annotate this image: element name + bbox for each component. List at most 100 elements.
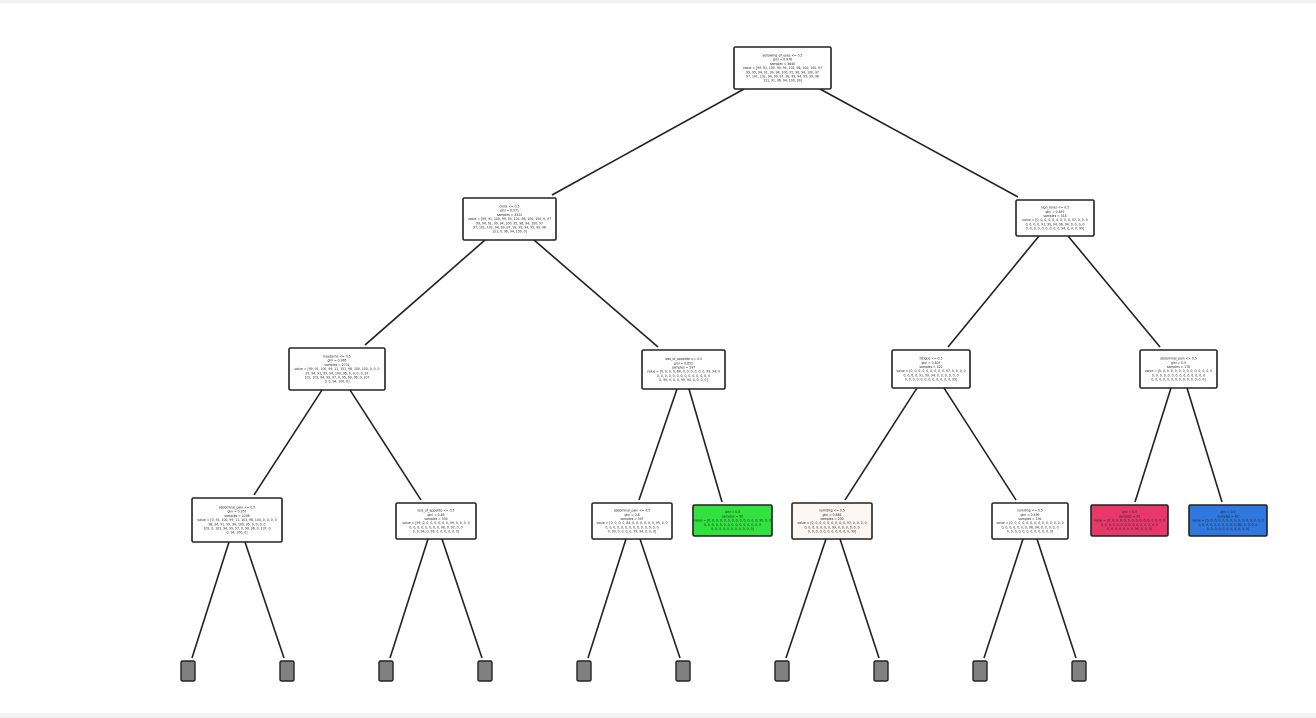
node-text-line: gini = 0.0: [1122, 510, 1137, 514]
node-text-line: samples = 593: [424, 517, 447, 521]
node-text-line: samples = 95: [1119, 514, 1140, 518]
node-text-line: 121, 0, 96, 94, 100, 0]: [492, 230, 527, 234]
node-text-line: value = [0, 0, 0, 0, 0, 0, 0, 0, 0, 0, 0…: [1094, 519, 1165, 523]
node-text-line: 0, 0, 0, 0, 0, 0, 0, 0, 0, 0, 0]: [711, 527, 754, 531]
bottom-border-strip: [0, 713, 1316, 718]
node-text-line: gini = 0.499: [1020, 513, 1039, 517]
node-text-line: 0, 0, 0, 0, 91, 99, 94, 96, 94, 0, 0, 0,…: [1025, 222, 1084, 226]
node-text-line: 97, 94, 91, 99, 94, 100, 95, 0, 0, 0, 0,…: [306, 371, 369, 375]
truncated-subtree-stub: [675, 660, 691, 682]
tree-edge: [1067, 235, 1161, 348]
node-text-line: samples = 90: [722, 514, 743, 518]
node-text-line: vomiting <= 0.5: [819, 509, 845, 513]
tree-edge: [943, 387, 1017, 501]
truncated-subtree-stub: [576, 660, 592, 682]
node-text-line: 98, 94, 91, 99, 94, 100, 95, 0, 0, 0, 0: [208, 522, 265, 526]
node-box: [891, 349, 971, 389]
node-text-line: abdominal_pain <= 0.5: [1160, 357, 1197, 361]
node-text-line: 0, 0, 0, 0, 0, 0, 0, 0, 0, 0, 0, 0, 99]: [905, 378, 957, 382]
tree-edge: [1134, 387, 1172, 503]
node-box: [991, 502, 1069, 540]
stubs-layer: [180, 660, 1087, 682]
node-box: [191, 497, 283, 543]
node-text-line: samples = 176: [1167, 365, 1190, 369]
node-text-line: vomiting <= 0.5: [1017, 509, 1043, 513]
node-box: [641, 349, 726, 390]
node-text-line: value = [0, 0, 0, 0, 84, 0, 0, 0, 0, 0, …: [596, 521, 667, 525]
node-box: [288, 347, 386, 391]
node-text-line: samples = 3322: [497, 213, 522, 217]
node-box: [1015, 199, 1095, 237]
node-text-line: value = [0, 0, 0, 0, 0, 0, 0, 0, 0, 0, 0…: [1145, 369, 1212, 373]
node-text-line: samples = 422: [919, 365, 942, 369]
tree-edge: [389, 538, 429, 659]
node-text-line: 102, 0, 102, 94, 99, 97, 0, 99, 96, 0, 1…: [204, 527, 271, 531]
node-text-line: 102, 102, 94, 99, 97, 0, 95, 99, 96, 0, …: [305, 376, 370, 380]
top-border-strip: [0, 0, 1316, 3]
node-box: [591, 502, 673, 540]
node-box: [1090, 504, 1169, 537]
node-text-line: samples = 2206: [224, 514, 249, 518]
node-box: [1188, 504, 1268, 537]
node-text-line: gini = 0.0: [1220, 510, 1235, 514]
node-text-line: 0, 99, 0, 0, 0, 0, 99, 94, 0, 0, 0]: [608, 530, 656, 534]
tree-edge: [639, 538, 681, 659]
node-text-line: high_fever <= 0.5: [1041, 206, 1069, 210]
node-text-line: samples = 2731: [324, 363, 349, 367]
tree-edge: [244, 541, 285, 659]
node-box: [395, 502, 477, 540]
node-text-line: gini = 0.857: [1045, 210, 1064, 214]
node-text-line: samples = 230: [820, 517, 843, 521]
tree-edge: [1036, 538, 1077, 659]
node-text-line: loss_of_appetite <= 0.5: [665, 357, 702, 361]
node-box: [733, 46, 832, 90]
tree-edge: [587, 538, 627, 659]
truncated-subtree-stub: [378, 660, 394, 682]
node-text-line: gini = 0.85: [427, 513, 444, 517]
node-text-line: 0, 94, 100, 0]: [227, 531, 248, 535]
truncated-subtree-stub: [279, 660, 295, 682]
node-text-line: headache <= 0.5: [323, 355, 350, 359]
node-text-line: value = [99, 91, 100, 99, 95, 101, 98, 1…: [468, 217, 551, 221]
tree-edge: [1186, 387, 1223, 503]
tree-edge: [253, 389, 323, 496]
node-text-line: gini = 0.5: [1171, 361, 1186, 365]
node-text-line: value = [99, 0, 0, 0, 0, 0, 0, 0, 99, 0,…: [402, 521, 469, 525]
node-text-line: 0, 0, 0, 0, 0, 0, 0, 99, 0, 0, 0, 0, 0, …: [804, 525, 859, 529]
node-text-line: 0, 0, 0, 0, 0, 0, 0, 0, 0, 0, 0, 99]: [808, 530, 856, 534]
node-box: [462, 197, 557, 241]
tree-edge: [688, 388, 723, 503]
node-box: [692, 504, 773, 537]
tree-edge: [638, 388, 678, 501]
node-text-line: value = [0, 0, 0, 0, 0, 0, 0, 0, 0, 0, 0…: [1192, 519, 1263, 523]
node-text-line: 0, 0, 0, 0, 0, 0, 0, 0, 0, 0, 0, 0, 0, 0: [605, 525, 658, 529]
node-text-line: gini = 0.8: [624, 513, 639, 517]
node-text-line: 97, 101, 102, 94, 99, 97, 99, 99, 94, 95…: [746, 75, 819, 79]
node-text-line: 97, 101, 102, 94, 99, 97, 99, 99, 94, 95…: [473, 226, 546, 230]
node-text-line: value = [0, 0, 0, 0, 84, 0, 0, 0, 0, 0, …: [647, 370, 720, 374]
node-text-line: 0, 0, 0, 0, 0, 0, 0, 0, 0, 0, 0, 0, 0, 0: [1152, 373, 1205, 377]
node-text-line: 0, 0, 0, 0, 0, 0, 0, 0, 0, 0, 0, 0, 0, 0: [657, 374, 710, 378]
tree-edge: [947, 235, 1040, 348]
node-box: [791, 502, 873, 540]
tree-edge: [533, 239, 659, 348]
node-text-line: 0, 0, 0, 0, 0, 0, 0, 96, 94, 0, 0, 0, 0,…: [1001, 525, 1058, 529]
node-text-line: gini = 0.807: [921, 361, 940, 365]
node-text-line: 0, 0, 0, 0, 0, 0, 0, 0, 0, 0, 0, 0, 0, 0…: [1101, 523, 1158, 527]
node-text-line: gini = 0.957: [227, 510, 246, 514]
node-text-line: 0, 0, 0, 0, 0, 0, 0, 0, 0, 0, 0, 0]: [1007, 530, 1053, 534]
node-text-line: value = [0, 0, 0, 0, 0, 0, 0, 0, 0, 97, …: [896, 369, 965, 373]
truncated-subtree-stub: [774, 660, 790, 682]
node-text-line: value = [99, 91, 100, 99, 11, 101, 98, 1…: [294, 367, 379, 371]
node-text-line: gini = 0.663: [822, 513, 841, 517]
